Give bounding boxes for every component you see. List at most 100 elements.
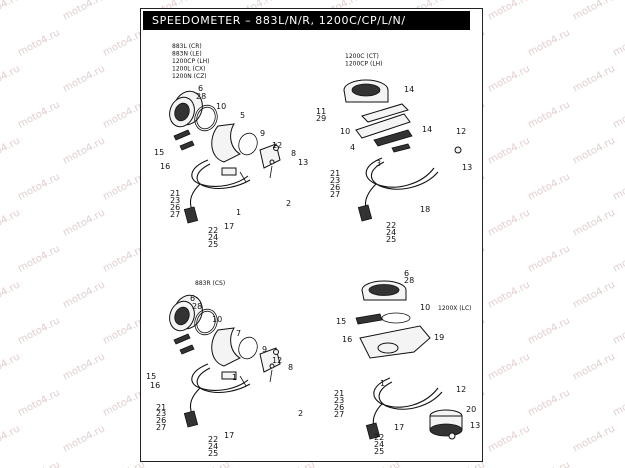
callout-number: 13 <box>298 158 308 167</box>
callout-number: 26 <box>170 203 180 212</box>
mount-ring <box>238 336 258 360</box>
callout-number: 12 <box>272 141 282 150</box>
callout-number: 9 <box>260 129 265 138</box>
callout-number: 29 <box>316 114 326 123</box>
callout-number: 24 <box>208 442 218 451</box>
connector <box>357 204 373 222</box>
bolt <box>273 145 279 151</box>
callout-number: 9 <box>262 345 267 354</box>
housing-cup <box>211 123 242 163</box>
model-list-bottom-right: 1200X (LC) <box>438 305 472 312</box>
callout-number: 6 <box>404 269 409 278</box>
callout-number: 21 <box>170 189 180 198</box>
callout-number: 22 <box>374 433 384 442</box>
model-code: 1200CP (LH) <box>172 58 210 65</box>
callout-number: 10 <box>340 127 350 136</box>
wiring-harness <box>370 161 439 190</box>
callout-number: 12 <box>456 127 466 136</box>
harness-clip <box>221 167 237 176</box>
pointer-line <box>269 369 273 383</box>
connector <box>365 422 381 440</box>
wiring-harness <box>191 363 249 391</box>
callout-number: 10 <box>420 303 430 312</box>
model-code: 883L (CR) <box>172 43 202 50</box>
callout-number: 22 <box>386 221 396 230</box>
pointer-line <box>269 165 273 179</box>
callout-number: 14 <box>404 85 414 94</box>
callout-number: 28 <box>196 92 206 101</box>
callout-number: 17 <box>224 222 234 231</box>
model-code: 1200CP (LH) <box>345 61 383 68</box>
harness-lead <box>189 183 201 211</box>
callout-number: 11 <box>316 107 326 116</box>
callout-number: 16 <box>160 162 170 171</box>
callout-number: 25 <box>374 447 384 456</box>
mount-boss <box>377 342 399 354</box>
callout-number: 3 <box>376 159 381 168</box>
callout-number: 12 <box>456 385 466 394</box>
callout-number: 15 <box>154 148 164 157</box>
harness-lead <box>189 387 201 415</box>
mount-bracket <box>359 325 431 359</box>
gasket-ring <box>381 312 411 324</box>
callout-number: 16 <box>150 381 160 390</box>
connector <box>183 410 199 428</box>
speedometer-dial <box>368 284 400 296</box>
callout-number: 6 <box>198 84 203 93</box>
model-list-top-right: 1200C (CT)1200CP (LH) <box>345 53 383 68</box>
callout-number: 26 <box>330 183 340 192</box>
callout-number: 21 <box>334 389 344 398</box>
callout-number: 24 <box>374 440 384 449</box>
housing-cup <box>211 327 242 367</box>
harness-lead <box>364 183 377 209</box>
callout-number: 15 <box>336 317 346 326</box>
callout-number: 12 <box>272 356 282 365</box>
callout-number: 25 <box>208 449 218 458</box>
mount-plate <box>361 103 409 123</box>
callout-number: 27 <box>156 423 166 432</box>
wiring-harness <box>378 381 443 410</box>
model-code: 883R (CS) <box>195 280 225 287</box>
callout-number: 27 <box>334 410 344 419</box>
callout-number: 17 <box>394 423 404 432</box>
sensor-base <box>429 423 463 437</box>
wiring-harness <box>373 377 439 408</box>
mount-ring <box>238 132 258 156</box>
callout-number: 15 <box>146 372 156 381</box>
bolt <box>269 159 275 165</box>
wiring-harness <box>191 159 249 187</box>
gasket-ring <box>194 104 218 132</box>
callout-number: 17 <box>224 431 234 440</box>
indicator-clip <box>179 140 195 151</box>
callout-number: 28 <box>404 276 414 285</box>
model-code: 1200N (CZ) <box>172 73 207 80</box>
callout-number: 21 <box>156 403 166 412</box>
harness-clip <box>221 371 237 380</box>
indicator-strip <box>373 129 413 147</box>
speedometer-dial <box>351 83 381 97</box>
indicator-clip <box>179 344 195 355</box>
callout-number: 26 <box>334 403 344 412</box>
indicator-clip <box>173 129 191 141</box>
callout-number: 23 <box>330 176 340 185</box>
model-code: 1200C (CT) <box>345 53 379 60</box>
callout-number: 23 <box>334 396 344 405</box>
wiring-harness <box>196 367 251 393</box>
bolt <box>273 349 279 355</box>
indicator-strip <box>355 313 383 325</box>
pointer-line <box>239 171 247 183</box>
callout-number: 2 <box>298 409 303 418</box>
callout-number: 18 <box>420 205 430 214</box>
gasket-ring <box>194 308 218 336</box>
callout-number: 21 <box>330 169 340 178</box>
callout-number: 14 <box>422 125 432 134</box>
callout-number: 1 <box>236 208 241 217</box>
model-code: 1200L (CX) <box>172 66 206 73</box>
callout-number: 24 <box>208 233 218 242</box>
